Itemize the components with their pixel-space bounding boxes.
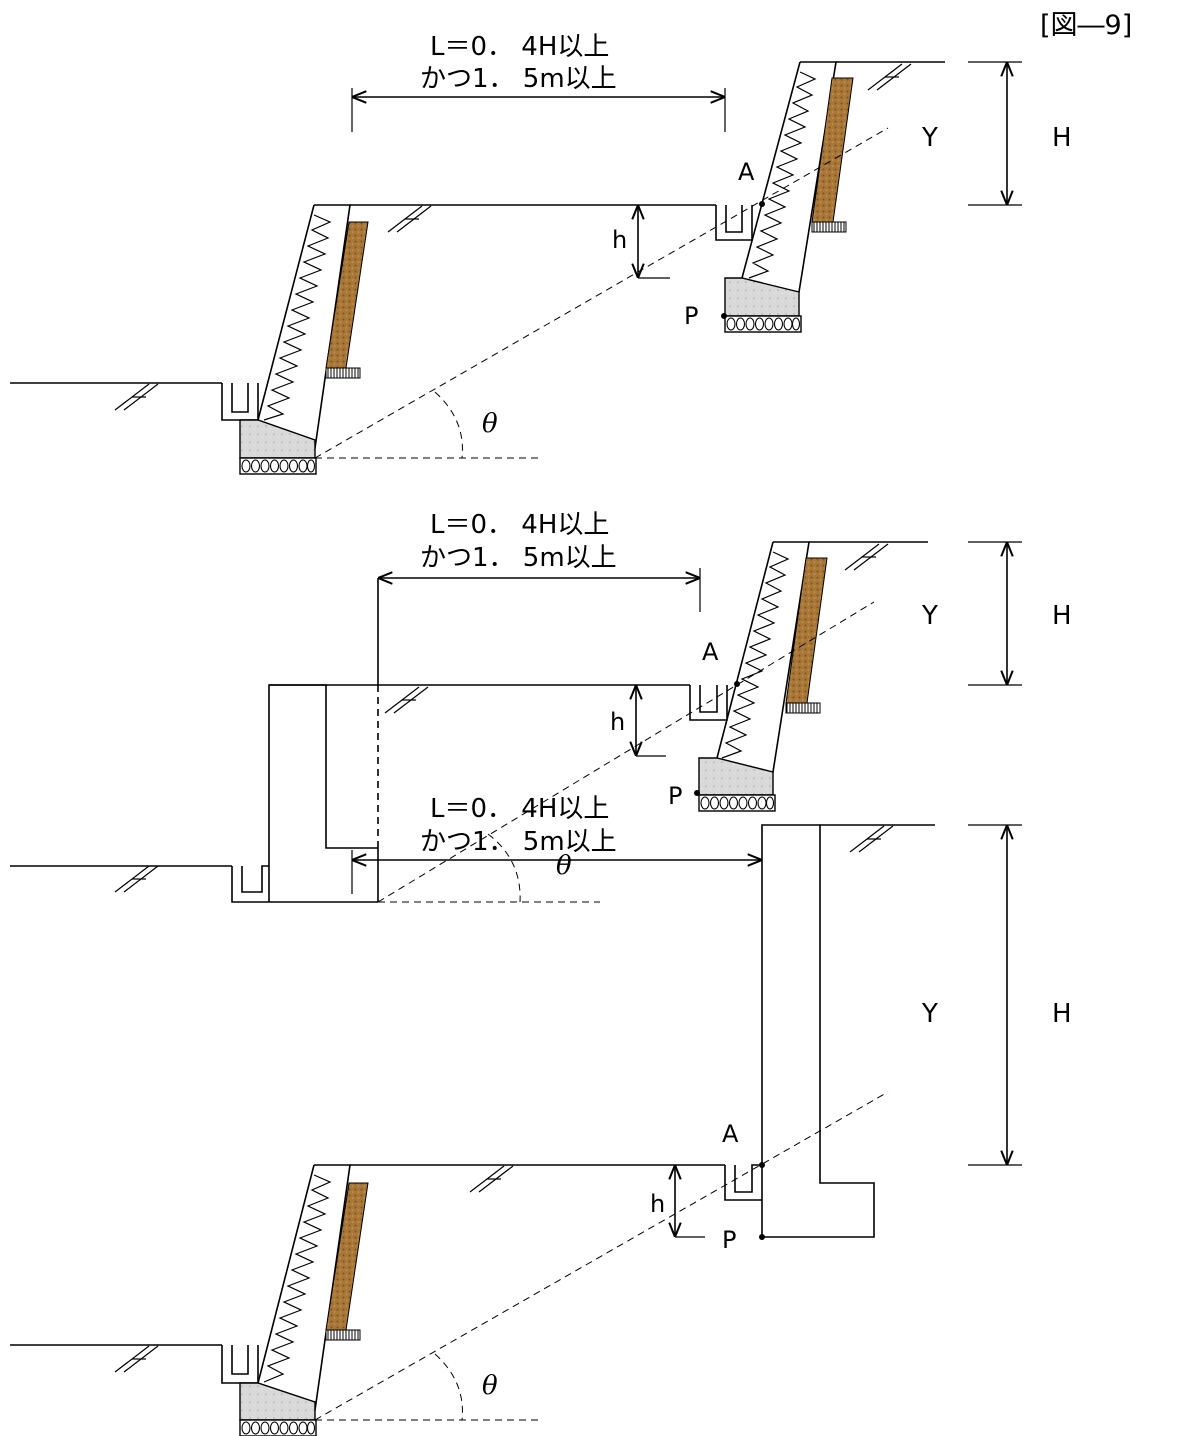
h-label: h [612,226,627,254]
H-label: H [1052,999,1072,1029]
H-label: H [1052,123,1072,153]
L-label-line1: L＝0． 4H以上 [430,794,609,824]
L-label-line1: L＝0． 4H以上 [430,510,609,540]
A-label: A [702,638,719,666]
figure-label: [図―9] [1040,10,1132,41]
L-label-line2: かつ1． 5m以上 [420,827,617,857]
Y-label: Y [921,123,938,153]
h-label: h [650,1190,665,1218]
P-label: P [668,782,682,810]
P-label: P [684,302,698,330]
panel-1: θ L＝0． 4H以上 かつ1． 5m以上 h A P Y H [10,32,1072,475]
panel-3: θ L＝0． 4H以上 かつ1． 5m以上 h A P Y H [10,794,1072,1436]
h-label: h [610,708,625,736]
Y-label: Y [921,601,938,631]
A-label: A [738,158,755,186]
A-label: A [722,1120,739,1148]
L-label-line2: かつ1． 5m以上 [420,543,617,573]
Y-label: Y [921,999,938,1029]
P-label: P [722,1226,736,1254]
H-label: H [1052,601,1072,631]
panel-2: θ L＝0． 4H以上 かつ1． 5m以上 h A P Y H [10,510,1072,903]
theta-label: θ [482,409,498,439]
L-label-line1: L＝0． 4H以上 [430,32,609,62]
L-label-line2: かつ1． 5m以上 [420,64,617,94]
theta-label: θ [482,1371,498,1401]
